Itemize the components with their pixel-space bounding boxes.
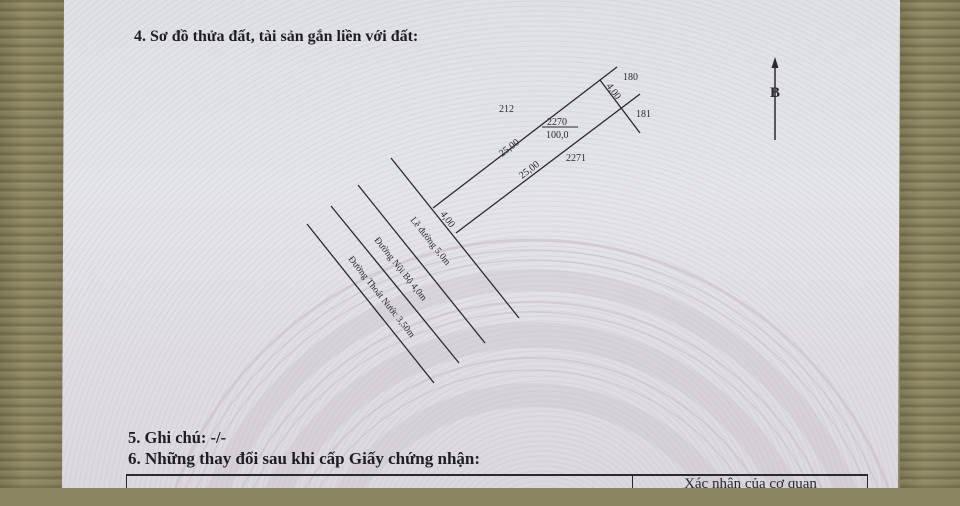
road-line-drainage xyxy=(306,223,435,384)
north-arrow-icon xyxy=(771,57,779,68)
road-line-sidewalk xyxy=(390,157,520,319)
neighbor-2271: 2271 xyxy=(566,153,586,164)
section-4-title: 4. Sơ đồ thửa đất, tài sản gắn liền với … xyxy=(134,28,419,45)
neighbor-181: 181 xyxy=(636,109,651,120)
wooden-desk-left xyxy=(0,0,64,488)
land-certificate-page: 4. Sơ đồ thửa đất, tài sản gắn liền với … xyxy=(62,0,900,488)
north-label: B xyxy=(770,85,780,101)
dimension-top-side: 25,00 xyxy=(497,137,522,159)
section-6-title: 6. Những thay đổi sau khi cấp Giấy chứng… xyxy=(128,449,481,468)
changes-table: Xác nhận của cơ quan xyxy=(126,474,868,492)
parcel-edge-back xyxy=(599,79,641,134)
dimension-back-side: 4,00 xyxy=(604,81,623,102)
road-line-internal-1 xyxy=(357,184,486,344)
parcel-area: 100,0 xyxy=(546,130,569,141)
table-header-confirmation: Xác nhận của cơ quan xyxy=(684,476,817,492)
parcel-edge-top xyxy=(432,66,618,209)
neighbor-180: 180 xyxy=(623,72,638,83)
section-5-title: 5. Ghi chú: -/- xyxy=(128,428,227,447)
road-line-internal-2 xyxy=(330,205,460,364)
parcel-edge-bottom xyxy=(455,93,641,234)
dimension-front-side: 4,00 xyxy=(438,209,457,230)
wooden-desk-right xyxy=(900,0,960,488)
changes-table-right-column: Xác nhận của cơ quan xyxy=(632,476,868,492)
neighbor-212: 212 xyxy=(499,104,514,115)
parcel-number: 2270 xyxy=(547,117,567,128)
site-plan-drawing: B 180 181 212 2271 2270 100,0 25,00 25,0… xyxy=(306,57,780,384)
